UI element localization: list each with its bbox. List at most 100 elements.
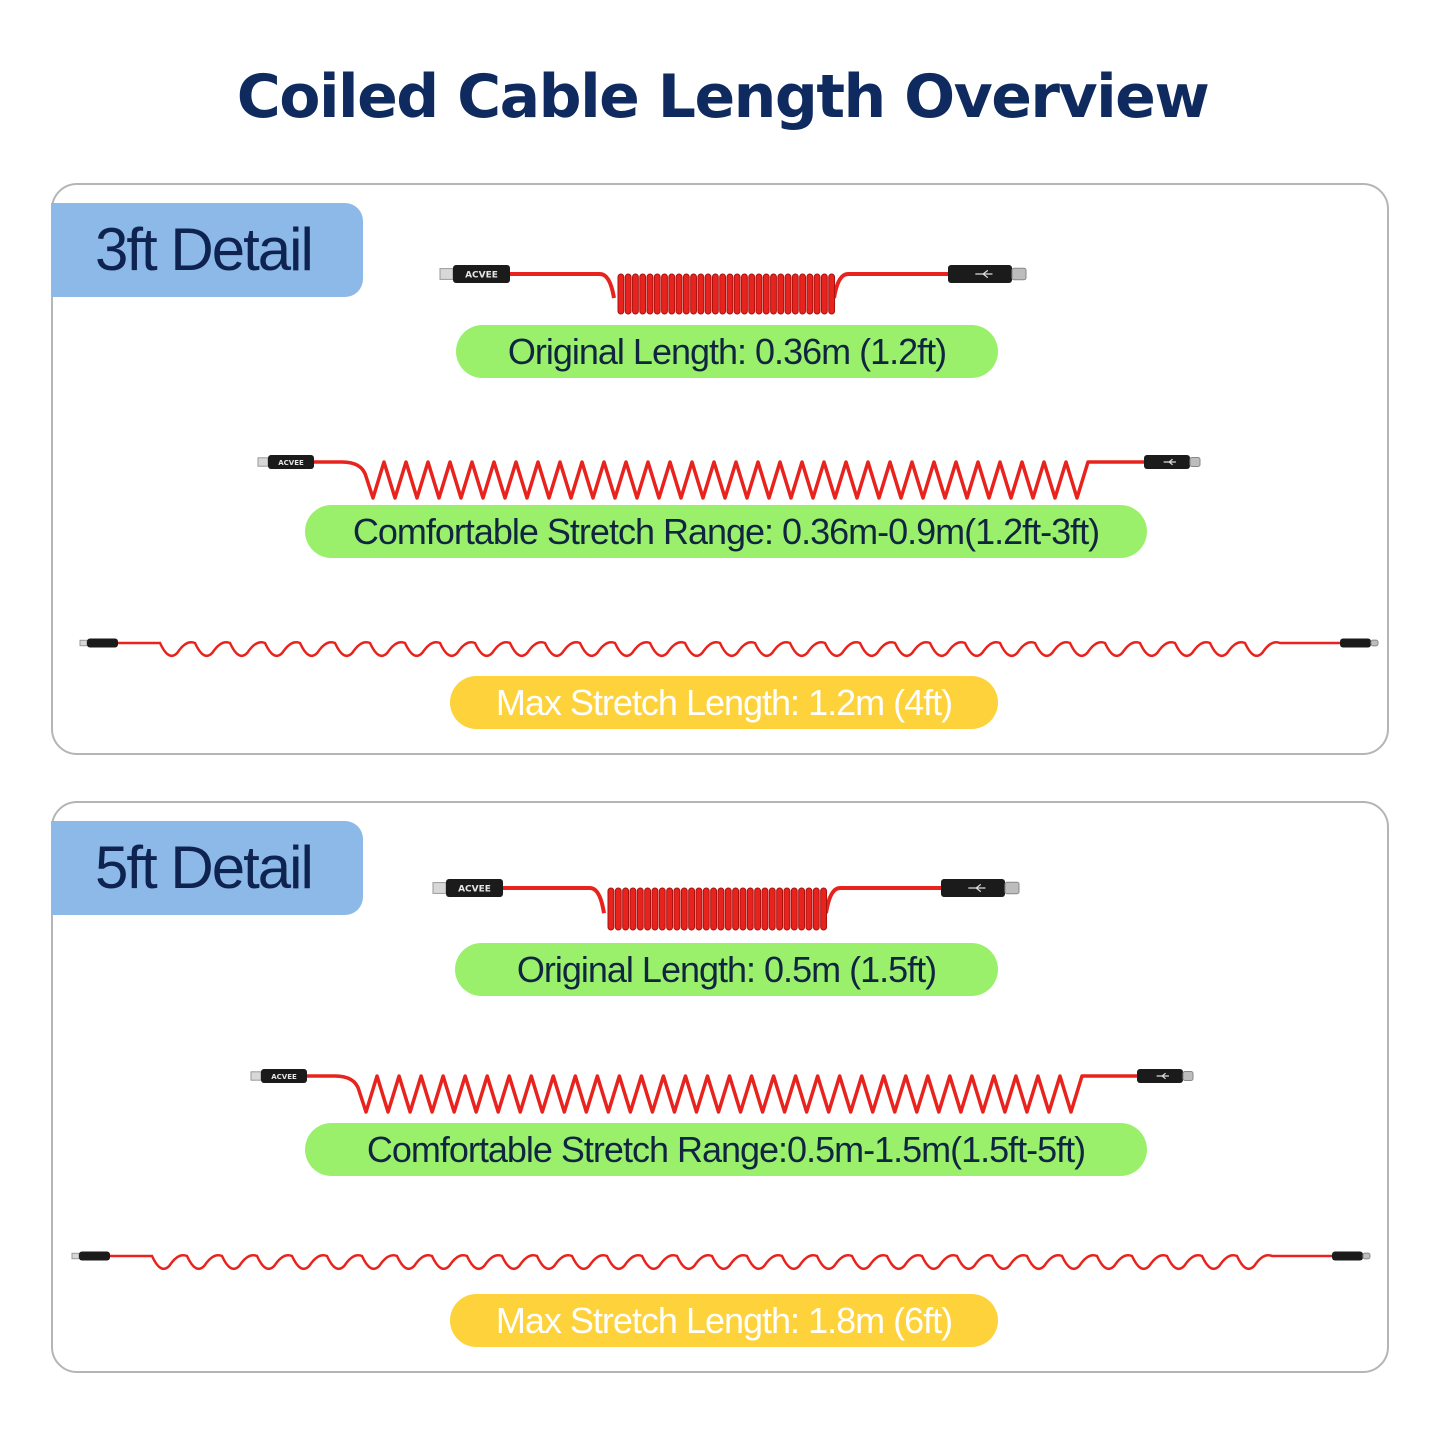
connector-housing	[453, 265, 510, 283]
cable-coil	[704, 273, 712, 315]
cable-coil	[617, 273, 625, 315]
connector-housing	[1332, 1251, 1363, 1261]
cable-coil	[711, 273, 719, 315]
cable-coil	[688, 887, 696, 931]
cable-coil	[702, 887, 710, 931]
cable-coil	[799, 273, 806, 315]
cable-coil	[614, 887, 622, 931]
cable-coil	[719, 273, 727, 315]
cable-coil	[690, 273, 697, 315]
cable-coil	[675, 273, 683, 315]
usb-c-tip-icon	[1182, 1071, 1194, 1081]
cable-coil	[739, 887, 747, 931]
cable-coil	[776, 887, 784, 931]
cable-coil	[791, 273, 799, 315]
cable-coil	[806, 273, 814, 315]
panel-tab-label: 5ft Detail	[51, 821, 363, 915]
cable-coil	[784, 273, 792, 315]
cable-coil	[748, 273, 756, 315]
max-stretch-pill: Max Stretch Length: 1.2m (4ft)	[450, 676, 998, 729]
cable-coil	[607, 887, 615, 931]
lightning-tip-icon	[71, 1252, 80, 1260]
connector-housing	[261, 1069, 307, 1083]
connector-brand-logo: ACVEE	[271, 1073, 297, 1081]
connector-housing	[1340, 638, 1371, 648]
page-title: Coiled Cable Length Overview	[236, 62, 1210, 132]
cable-coil	[682, 273, 690, 315]
cable-coil	[697, 273, 705, 315]
cable-coil	[666, 887, 674, 931]
cable-coil	[755, 273, 763, 315]
connector-brand-logo: ACVEE	[278, 459, 304, 467]
cable-coil	[651, 887, 659, 931]
cable-stretched	[307, 1074, 1137, 1114]
usb-symbol-icon	[1156, 1072, 1169, 1080]
connector-housing	[268, 455, 314, 469]
cable-coil	[733, 273, 741, 315]
cable-coil	[828, 273, 836, 315]
cable-coil	[746, 887, 754, 931]
cable-coil	[812, 887, 820, 931]
cable-coil	[629, 887, 637, 931]
cable-coil	[658, 887, 666, 931]
cable-coil	[741, 273, 748, 315]
usb-c-tip-icon	[1004, 881, 1020, 895]
cable-coil	[695, 887, 703, 931]
cable-coil	[805, 887, 813, 931]
cable-coil	[624, 273, 632, 315]
original-length-pill: Original Length: 0.5m (1.5ft)	[455, 943, 998, 996]
connector-brand-logo: ACVEE	[465, 271, 498, 281]
cable-coil	[680, 887, 688, 931]
usb-symbol-icon	[968, 883, 986, 893]
cable-coil	[820, 887, 828, 931]
usb-symbol-icon	[1163, 458, 1176, 466]
cable-stretched	[314, 460, 1144, 500]
cable-coil	[644, 887, 652, 931]
cable-coil	[732, 887, 740, 931]
usb-c-tip-icon	[1362, 1252, 1371, 1260]
usb-c-tip-icon	[1189, 457, 1201, 467]
comfortable-range-pill: Comfortable Stretch Range:0.5m-1.5m(1.5f…	[305, 1123, 1147, 1176]
cable-coil	[710, 887, 718, 931]
cable-coil	[770, 273, 777, 315]
panel-3ft-detail: 3ft Detail	[51, 183, 1389, 755]
max-stretch-pill: Max Stretch Length: 1.8m (6ft)	[450, 1294, 998, 1347]
usb-c-tip-icon	[1011, 267, 1027, 281]
connector-housing	[79, 1251, 110, 1261]
lightning-tip-icon	[79, 639, 88, 647]
cable-coil	[646, 273, 654, 315]
cable-coil	[636, 887, 644, 931]
cable-straight	[508, 272, 616, 299]
usb-c-tip-icon	[1370, 639, 1379, 647]
cable-coil	[726, 273, 734, 315]
lightning-tip-icon	[257, 457, 269, 467]
cable-coil	[653, 273, 661, 315]
lightning-tip-icon	[250, 1071, 262, 1081]
cable-coil	[798, 887, 806, 931]
cable-coil	[717, 887, 725, 931]
original-length-pill: Original Length: 0.36m (1.2ft)	[456, 325, 998, 378]
cable-coil	[632, 273, 639, 315]
cable-coil	[790, 887, 798, 931]
cable-coil	[768, 887, 776, 931]
cable-coil	[783, 887, 791, 931]
comfortable-range-pill: Comfortable Stretch Range: 0.36m-0.9m(1.…	[305, 505, 1147, 558]
cable-coil	[754, 887, 762, 931]
usb-symbol-icon	[975, 269, 993, 279]
cable-straight	[501, 886, 606, 914]
cable-coil	[820, 273, 828, 315]
cable-straight	[832, 272, 951, 299]
cable-coil	[724, 887, 732, 931]
cable-coil	[777, 273, 785, 315]
cable-coil	[639, 273, 647, 315]
panel-5ft-detail: 5ft Detail	[51, 801, 1389, 1373]
connector-housing	[446, 879, 503, 897]
cable-coil	[661, 273, 668, 315]
cable-max-stretch	[110, 1254, 1332, 1270]
lightning-tip-icon	[432, 882, 447, 894]
cable-coil	[762, 273, 770, 315]
cable-straight	[824, 886, 944, 914]
cable-coil	[761, 887, 769, 931]
panel-tab-label: 3ft Detail	[51, 203, 363, 297]
